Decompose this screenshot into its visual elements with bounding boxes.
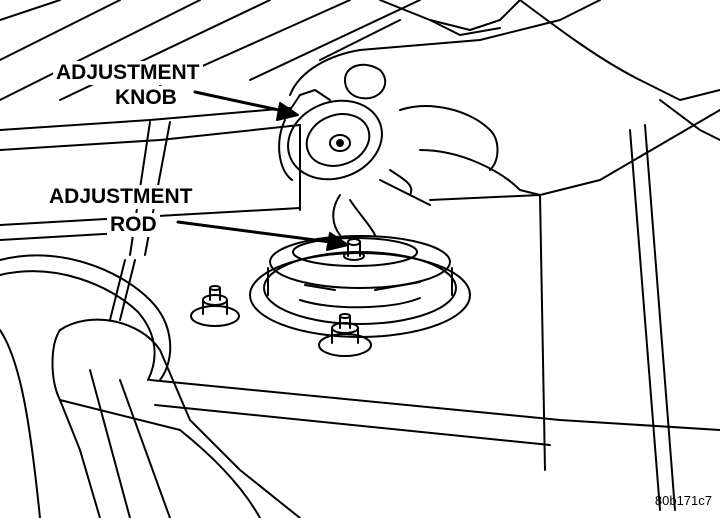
hand [289, 0, 720, 236]
rod-leader-line [176, 220, 340, 245]
adjustment-rod-label-line2: ROD [107, 213, 160, 237]
knob-arrowhead [276, 102, 299, 121]
mount-nut-left [190, 285, 240, 327]
adjustment-knob [278, 89, 383, 181]
hose-lower-left [0, 254, 301, 518]
adjustment-rod-label-line1: ADJUSTMENT [46, 185, 196, 209]
leader-arrowheads [276, 102, 349, 251]
adjustment-knob-label-line2: KNOB [112, 86, 180, 110]
figure-code: 80b171c7 [654, 493, 712, 508]
strut-mount [249, 235, 471, 338]
adjustment-rod [343, 238, 365, 261]
mount-nut-right [318, 313, 372, 357]
rod-arrowhead [326, 232, 349, 251]
adjustment-knob-label-line1: ADJUSTMENT [53, 61, 203, 85]
leader-lines [176, 90, 340, 245]
knob-leader-line [193, 90, 290, 114]
